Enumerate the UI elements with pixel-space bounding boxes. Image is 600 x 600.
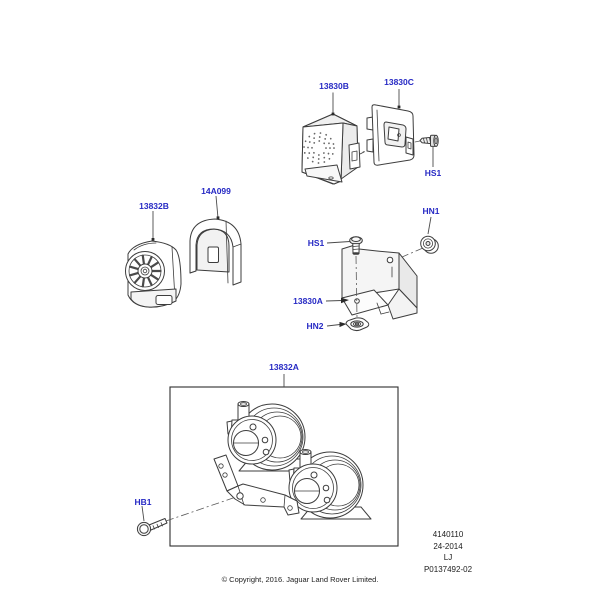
cover-14A099-drawing xyxy=(189,218,242,286)
bracket-13830C-drawing xyxy=(366,104,415,166)
nut-hn1-drawing xyxy=(420,235,439,254)
alignment-line-hb1 xyxy=(165,496,237,522)
part-label-13830B[interactable]: 13830B xyxy=(319,81,349,91)
horn-13832B-drawing xyxy=(125,240,182,308)
kit-bracket-drawing xyxy=(213,454,300,516)
part-label-HS1-mid[interactable]: HS1 xyxy=(307,238,325,248)
doc-date-line: 24-2014 xyxy=(433,541,463,551)
sounder-13830B-drawing xyxy=(301,113,365,185)
alignment-line-hs1-hn2 xyxy=(355,255,358,319)
doc-reference-block: 4140110 24-2014 LJ P0137492-02 xyxy=(398,529,498,575)
part-label-13830A[interactable]: 13830A xyxy=(293,296,323,306)
part-label-13830C[interactable]: 13830C xyxy=(384,77,414,87)
kit-horn-1-drawing xyxy=(226,401,315,472)
leader-lines xyxy=(141,89,434,522)
doc-number-line: 4140110 xyxy=(432,530,464,539)
part-label-14A099[interactable]: 14A099 xyxy=(201,186,231,196)
bolt-hs1-mid-drawing xyxy=(349,236,363,255)
kit-horn-2-drawing xyxy=(288,449,372,520)
part-label-13832A[interactable]: 13832A xyxy=(269,362,299,372)
part-label-13832B[interactable]: 13832B xyxy=(139,201,169,211)
part-label-HN2[interactable]: HN2 xyxy=(306,321,324,331)
doc-illustration-line: P0137492-02 xyxy=(423,564,473,574)
copyright-text: © Copyright, 2016. Jaguar Land Rover Lim… xyxy=(221,575,379,584)
screw-hs1-top-drawing xyxy=(419,134,439,147)
part-label-HN1[interactable]: HN1 xyxy=(422,206,440,216)
doc-model-line: LJ xyxy=(443,553,453,562)
part-label-HB1[interactable]: HB1 xyxy=(134,497,152,507)
nut-hn2-drawing xyxy=(345,317,370,332)
alignment-line-hn1-bracket xyxy=(394,247,424,261)
bolt-hb1-drawing xyxy=(136,518,168,537)
part-label-HS1-top[interactable]: HS1 xyxy=(424,168,442,178)
